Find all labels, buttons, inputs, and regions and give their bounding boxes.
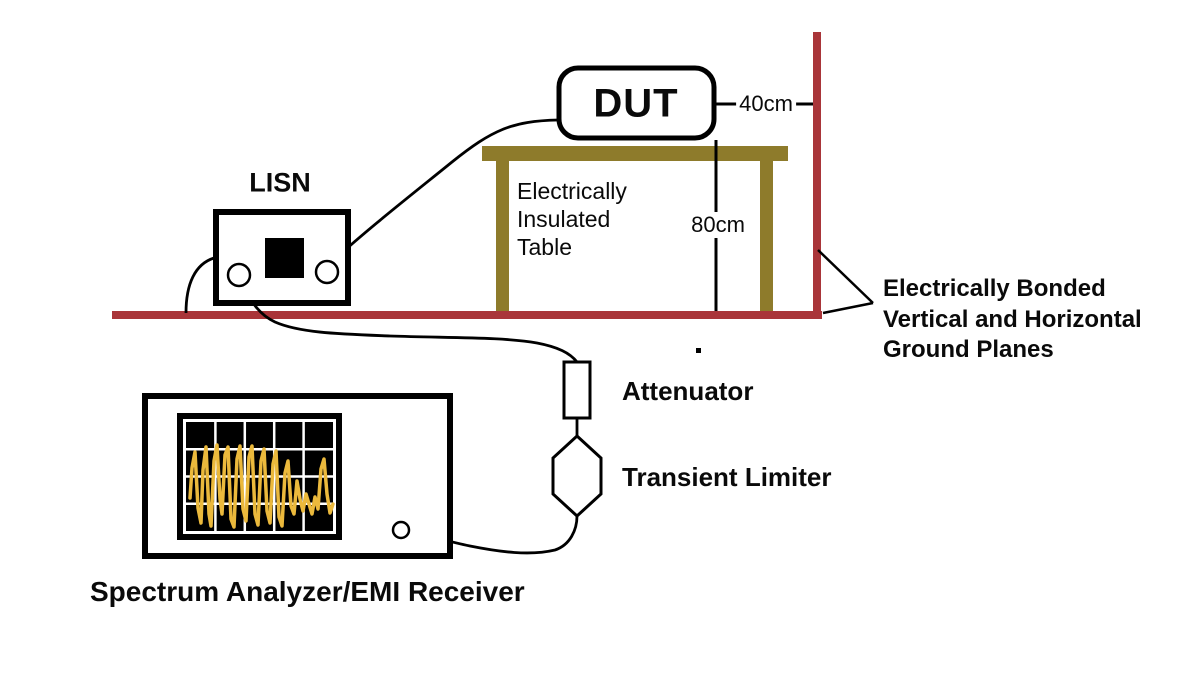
dim-40cm-label: 40cm [736,91,796,117]
attenuator-box [562,360,592,420]
spectrum-analyzer-label: Spectrum Analyzer/EMI Receiver [90,576,525,607]
lisn-label: LISN [249,167,311,198]
lisn-port-right [314,259,340,285]
dut-label: DUT [593,81,679,126]
vertical-ground-plane [813,32,821,319]
insulated-table-label: Electrically Insulated Table [517,178,627,260]
ground-planes-label: Electrically Bonded Vertical and Horizon… [883,275,1142,363]
waveform-trace [188,443,335,529]
table-top [482,146,788,161]
cable-lisn-to-attenuator [239,282,579,363]
lisn-box [213,209,351,306]
lisn-front-panel-square [265,238,304,278]
attenuator-label: Attenuator [622,376,754,406]
table-leg-left [496,161,509,311]
horizontal-ground-plane [112,311,822,319]
cable-lisn-ground-bond [184,256,215,314]
analyzer-port [391,520,411,540]
ground-planes-callout-lower [822,301,874,315]
ground-planes-callout-upper [817,249,874,304]
stray-dot [696,348,701,353]
cable-lisn-to-dut [330,118,559,265]
lisn-port-left [226,262,252,288]
dut-box [556,65,717,141]
dim-80cm-label: 80cm [688,212,748,238]
transient-limiter-shape [551,433,603,519]
table-leg-right [760,161,773,311]
transient-limiter-label: Transient Limiter [622,462,832,492]
